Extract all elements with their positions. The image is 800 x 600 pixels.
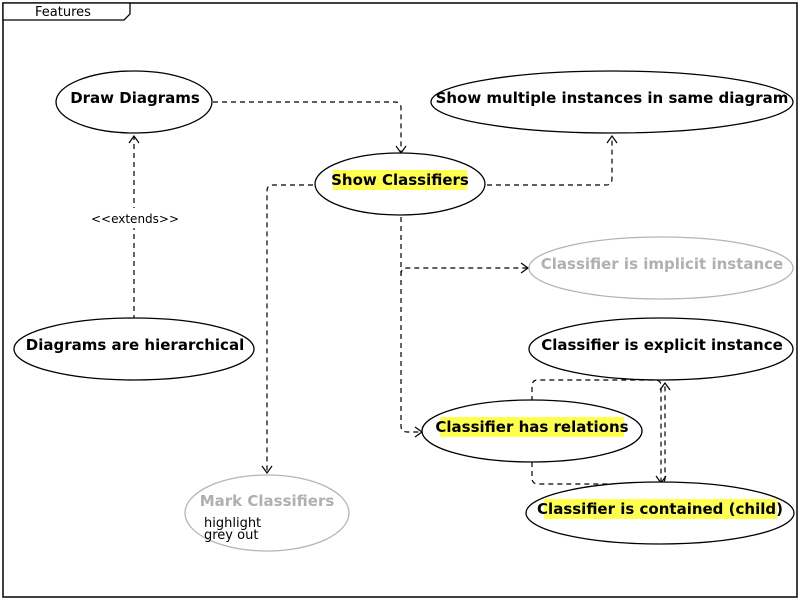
use-case-label: Classifier has relations xyxy=(435,418,628,436)
frame-title-tab xyxy=(2,2,131,21)
use-case-label: Show Classifiers xyxy=(331,171,469,189)
arrowhead xyxy=(520,262,530,274)
frame-title: Features xyxy=(35,5,91,20)
arrowhead xyxy=(606,134,618,144)
connector-relations-to-contained xyxy=(531,379,662,482)
use-case-classifier-contained[interactable]: Classifier is contained (child) xyxy=(525,481,795,545)
use-case-label: Diagrams are hierarchical xyxy=(26,336,244,354)
connector-show-to-multiple xyxy=(487,137,613,186)
use-case-label: Classifier is explicit instance xyxy=(541,336,783,354)
extends-label-bg xyxy=(90,208,182,228)
arrowhead xyxy=(261,465,273,475)
use-case-label: Mark Classifiers xyxy=(200,492,335,510)
use-case-classifier-relations[interactable]: Classifier has relations xyxy=(421,399,643,463)
mark-option-highlight: highlight xyxy=(204,516,261,531)
use-case-mark-classifiers[interactable]: Mark Classifiers highlight grey out xyxy=(184,474,350,552)
use-case-diagrams-hierarchical[interactable]: Diagrams are hierarchical xyxy=(13,317,255,381)
use-case-draw-diagrams[interactable]: Draw Diagrams xyxy=(55,70,213,134)
arrowhead xyxy=(128,134,140,144)
use-case-classifier-explicit[interactable]: Classifier is explicit instance xyxy=(528,317,794,381)
use-case-classifier-implicit[interactable]: Classifier is implicit instance xyxy=(528,236,794,300)
mark-option-grey-out: grey out xyxy=(204,528,258,543)
arrowhead xyxy=(659,381,671,391)
use-case-label: Show multiple instances in same diagram xyxy=(436,89,789,107)
highlight-marker xyxy=(440,417,624,437)
connector-show-to-relations xyxy=(400,217,422,433)
extends-label: <<extends>> xyxy=(91,212,179,226)
connector-to-implicit xyxy=(400,267,528,275)
highlight-marker xyxy=(333,170,467,190)
connector-contained-to-explicit xyxy=(531,384,666,485)
use-case-label: Classifier is contained (child) xyxy=(537,500,783,518)
connector-draw-to-show xyxy=(213,101,402,152)
highlight-marker xyxy=(544,499,777,519)
use-case-show-classifiers[interactable]: Show Classifiers xyxy=(314,152,486,216)
use-case-label: Classifier is implicit instance xyxy=(541,255,783,273)
use-case-show-multiple-instances[interactable]: Show multiple instances in same diagram xyxy=(430,70,794,134)
use-case-label: Draw Diagrams xyxy=(70,89,200,107)
connector-show-to-mark xyxy=(266,184,313,472)
